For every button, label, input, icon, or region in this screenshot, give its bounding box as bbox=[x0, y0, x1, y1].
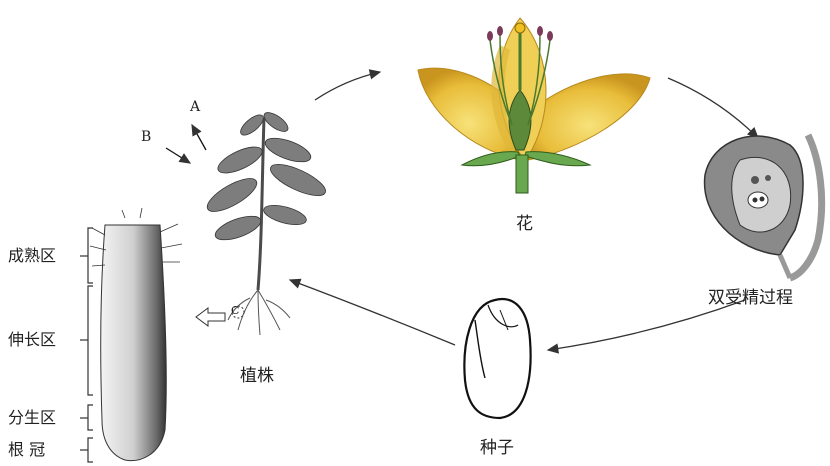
marker-a: A bbox=[190, 100, 200, 114]
root-tip-illustration bbox=[80, 208, 182, 462]
root-zone-cap-label: 根 冠 bbox=[8, 442, 45, 458]
seed-illustration bbox=[464, 299, 530, 418]
root-zone-meristem-label: 分生区 bbox=[8, 410, 56, 426]
plant-illustration bbox=[166, 109, 329, 335]
arrow-plant-to-flower bbox=[315, 72, 380, 100]
arrow-flower-to-fertilization bbox=[668, 78, 758, 138]
root-zone-maturation-label: 成熟区 bbox=[8, 248, 56, 264]
plant-label: 植株 bbox=[240, 368, 274, 385]
flower-illustration bbox=[418, 18, 650, 193]
fertilization-illustration bbox=[705, 135, 822, 278]
seed-label: 种子 bbox=[480, 440, 514, 457]
fertilization-label: 双受精过程 bbox=[708, 290, 793, 307]
marker-b: B bbox=[141, 130, 151, 144]
flower-label: 花 bbox=[516, 216, 533, 233]
arrow-seed-to-plant bbox=[290, 280, 455, 345]
root-zone-elongation-label: 伸长区 bbox=[8, 332, 56, 348]
marker-c: C bbox=[231, 305, 239, 316]
